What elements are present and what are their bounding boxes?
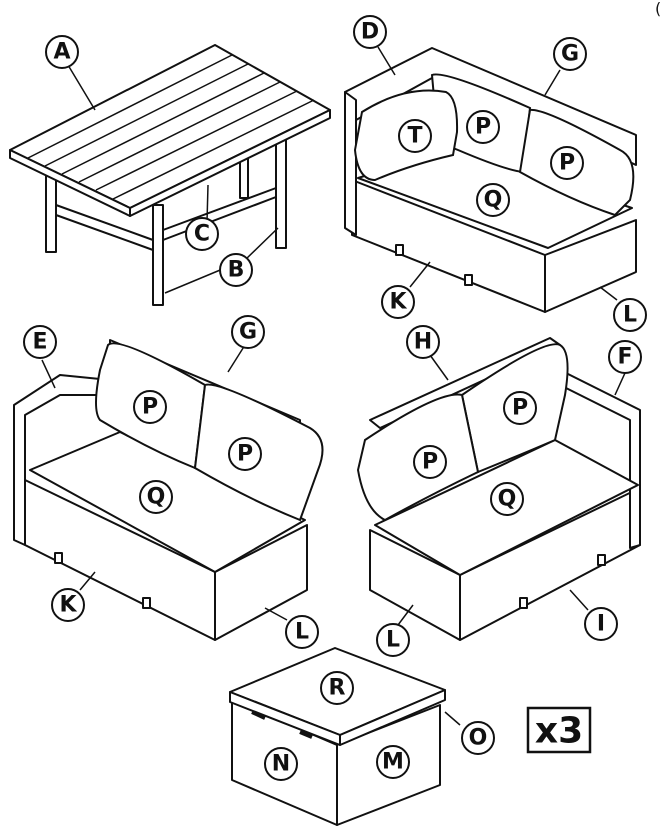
foot [54, 552, 63, 564]
foot [395, 244, 404, 256]
ottoman-top-edge-right [339, 689, 446, 746]
svg-text:E: E [32, 330, 47, 355]
corner-sofa-illustration [344, 47, 637, 313]
label-P-left-1: P [133, 390, 167, 424]
svg-text:I: I [597, 612, 605, 637]
table-lower-rail-side [162, 187, 277, 241]
svg-text:L: L [623, 303, 637, 328]
svg-text:R: R [329, 676, 346, 701]
svg-text:K: K [389, 290, 407, 315]
label-P-corner-2: P [550, 146, 584, 180]
svg-text:P: P [512, 396, 528, 421]
svg-text:G: G [561, 42, 579, 67]
svg-text:L: L [295, 620, 309, 645]
svg-text:H: H [414, 330, 432, 355]
label-P-left-2: P [228, 437, 262, 471]
svg-text:Q: Q [147, 485, 166, 510]
tabletop-edge-side [129, 109, 331, 217]
label-O: O [461, 721, 495, 755]
label-L-right: L [376, 623, 410, 657]
svg-text:T: T [407, 124, 422, 149]
svg-text:F: F [617, 345, 632, 370]
svg-text:G: G [239, 320, 257, 345]
table-leg-back-right [275, 134, 287, 249]
quantity-indicator: x3 [526, 706, 592, 754]
corner-mark: ( [655, 0, 661, 18]
svg-text:C: C [194, 222, 210, 247]
label-P-corner-1: P [466, 110, 500, 144]
foot [142, 597, 151, 609]
svg-text:Q: Q [498, 487, 517, 512]
label-I: I [584, 607, 618, 641]
label-G-corner: G [553, 37, 587, 71]
label-F: F [608, 340, 642, 374]
label-K-corner: K [381, 285, 415, 319]
table-leg-back-left [239, 157, 249, 199]
svg-text:P: P [422, 450, 438, 475]
label-bubbles: A C B D G T P P Q K L E G P P Q K L H F … [23, 15, 647, 781]
svg-text:A: A [53, 40, 70, 65]
svg-text:P: P [559, 151, 575, 176]
foot [519, 597, 528, 609]
foot [597, 554, 606, 566]
svg-text:Q: Q [484, 188, 503, 213]
table-leg-front-right [152, 204, 164, 306]
table-lower-rail-front [55, 204, 154, 251]
svg-text:N: N [272, 752, 290, 777]
label-L-left: L [285, 615, 319, 649]
label-M: M [376, 745, 410, 779]
leader-lines [41, 46, 626, 726]
label-E: E [23, 325, 57, 359]
svg-text:D: D [361, 20, 379, 45]
label-B: B [219, 253, 253, 287]
svg-text:P: P [475, 115, 491, 140]
corner-sofa-base-side [544, 219, 637, 313]
svg-text:P: P [142, 395, 158, 420]
label-P-right-2: P [413, 445, 447, 479]
label-Q-left: Q [139, 480, 173, 514]
svg-text:P: P [237, 442, 253, 467]
quantity-text: x3 [535, 711, 583, 752]
foot [464, 274, 473, 286]
label-T: T [398, 119, 432, 153]
left-sofa-base-side [214, 524, 308, 641]
svg-text:L: L [386, 628, 400, 653]
label-Q-corner: Q [476, 183, 510, 217]
table-illustration [9, 44, 331, 306]
label-D: D [353, 15, 387, 49]
svg-text:K: K [59, 593, 77, 618]
label-N: N [264, 747, 298, 781]
label-C: C [185, 217, 219, 251]
label-K-left: K [51, 588, 85, 622]
label-R: R [320, 671, 354, 705]
corner-sofa-arm [344, 91, 357, 236]
label-Q-right: Q [490, 482, 524, 516]
label-P-right-1: P [503, 391, 537, 425]
label-A: A [45, 35, 79, 69]
tabletop-slats [27, 54, 315, 200]
svg-text:B: B [228, 258, 245, 283]
label-G-left: G [231, 315, 265, 349]
label-H: H [406, 325, 440, 359]
svg-text:M: M [382, 750, 404, 775]
label-L-corner: L [613, 298, 647, 332]
table-leg-front-left [45, 169, 57, 253]
svg-text:O: O [469, 726, 488, 751]
